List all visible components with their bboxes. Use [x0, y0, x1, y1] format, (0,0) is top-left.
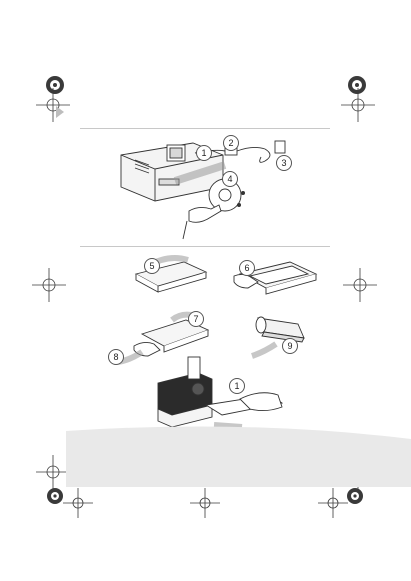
crosshair-mid-left — [32, 268, 66, 302]
step-number: 3 — [276, 155, 292, 171]
registration-mark-top-left — [46, 76, 64, 94]
registration-mark-bottom-left — [47, 488, 63, 504]
cassette-close-illustration — [117, 311, 210, 365]
section-divider-top — [80, 128, 330, 129]
crosshair-bottom-center-left — [63, 488, 93, 518]
step-number: 1 — [229, 378, 245, 394]
section-divider-middle — [80, 246, 330, 247]
registration-mark-bottom-right — [347, 488, 363, 504]
crosshair-bottom-left — [36, 455, 70, 489]
step-number: 8 — [108, 349, 124, 365]
step-number: 1 — [196, 145, 212, 161]
cassette-open-illustration — [134, 255, 208, 293]
step-number: 4 — [222, 171, 238, 187]
footer-band — [66, 426, 411, 487]
step-number: 2 — [223, 135, 239, 151]
crosshair-mid-right — [343, 268, 377, 302]
crosshair-top-left — [36, 88, 70, 122]
cassette-load-paper-illustration — [233, 261, 318, 295]
page-tab-arrow — [56, 106, 64, 118]
step-number: 7 — [188, 311, 204, 327]
step-number: 6 — [239, 260, 255, 276]
crosshair-bottom-center-right — [318, 488, 348, 518]
crosshair-top-right — [341, 88, 375, 122]
printer-insert-cassette-illustration — [157, 356, 284, 430]
crosshair-bottom-center — [190, 488, 220, 518]
ink-cartridge-illustration — [251, 316, 305, 359]
step-number: 9 — [282, 338, 298, 354]
registration-mark-top-right — [348, 76, 366, 94]
step-number: 5 — [144, 258, 160, 274]
